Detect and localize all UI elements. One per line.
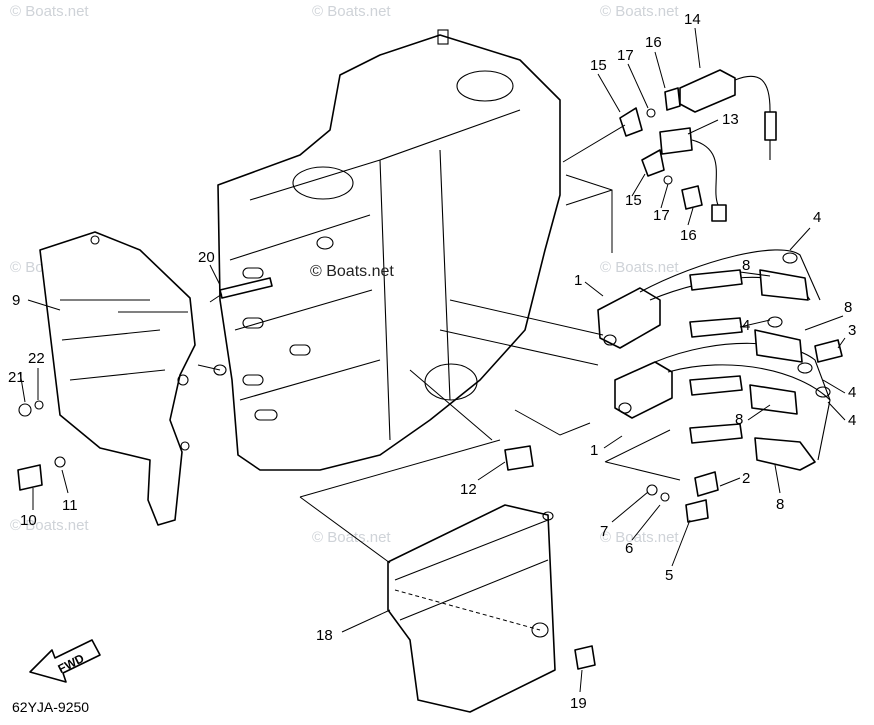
callout-label: 4 xyxy=(848,412,856,429)
sensor-13 xyxy=(659,127,727,222)
callout-label: 19 xyxy=(570,695,587,712)
callout-label: 6 xyxy=(625,540,633,557)
callout-label: 15 xyxy=(590,57,607,74)
callout-label: 20 xyxy=(198,249,215,266)
callout-label: 16 xyxy=(645,34,662,51)
watermark: © Boats.net xyxy=(600,259,679,276)
callout-label: 17 xyxy=(617,47,634,64)
callout-label: 1 xyxy=(574,272,582,289)
bolts-and-washers xyxy=(17,87,843,670)
callout-label: 9 xyxy=(12,292,20,309)
watermark: © Boats.net xyxy=(10,3,89,20)
callout-label: 22 xyxy=(28,350,45,367)
clamp-15 xyxy=(619,107,665,177)
callout-label: 12 xyxy=(460,481,477,498)
ignition-coil-upper xyxy=(597,287,661,349)
cylinder-block xyxy=(213,29,561,471)
watermark: © Boats.net xyxy=(10,517,89,534)
watermark: © Boats.net xyxy=(600,3,679,20)
callout-label: 4 xyxy=(813,209,821,226)
center-watermark: © Boats.net xyxy=(310,263,394,280)
callout-label: 2 xyxy=(742,470,750,487)
callout-label: 5 xyxy=(665,567,673,584)
callout-label: 8 xyxy=(735,411,743,428)
callout-leaders xyxy=(19,27,846,693)
spark-plugs xyxy=(689,269,743,444)
callout-label: 8 xyxy=(776,496,784,513)
thermo-switch-14 xyxy=(679,69,777,160)
callout-label: 7 xyxy=(600,523,608,540)
callout-label: 16 xyxy=(680,227,697,244)
watermark: © Boats.net xyxy=(312,529,391,546)
callout-label: 10 xyxy=(20,512,37,529)
ignition-coil-lower xyxy=(614,361,673,419)
callout-label: 3 xyxy=(848,322,856,339)
callout-label: 8 xyxy=(844,299,852,316)
callout-label: 13 xyxy=(722,111,739,128)
plug-caps xyxy=(749,269,816,471)
fwd-arrow: FWD xyxy=(29,639,101,683)
watermark: © Boats.net xyxy=(312,3,391,20)
callout-label: 15 xyxy=(625,192,642,209)
leader-lines xyxy=(197,124,681,631)
callout-label: 18 xyxy=(316,627,333,644)
watermark: © Boats.net xyxy=(600,529,679,546)
callout-label: 4 xyxy=(848,384,856,401)
callout-label: 8 xyxy=(742,257,750,274)
callout-label: 14 xyxy=(684,11,701,28)
callout-label: 11 xyxy=(62,497,78,514)
cover-part xyxy=(387,504,556,713)
diagram-code: 62YJA-9250 xyxy=(12,699,89,715)
callout-label: 17 xyxy=(653,207,670,224)
bracket-part xyxy=(39,231,196,526)
callout-label: 1 xyxy=(590,442,598,459)
